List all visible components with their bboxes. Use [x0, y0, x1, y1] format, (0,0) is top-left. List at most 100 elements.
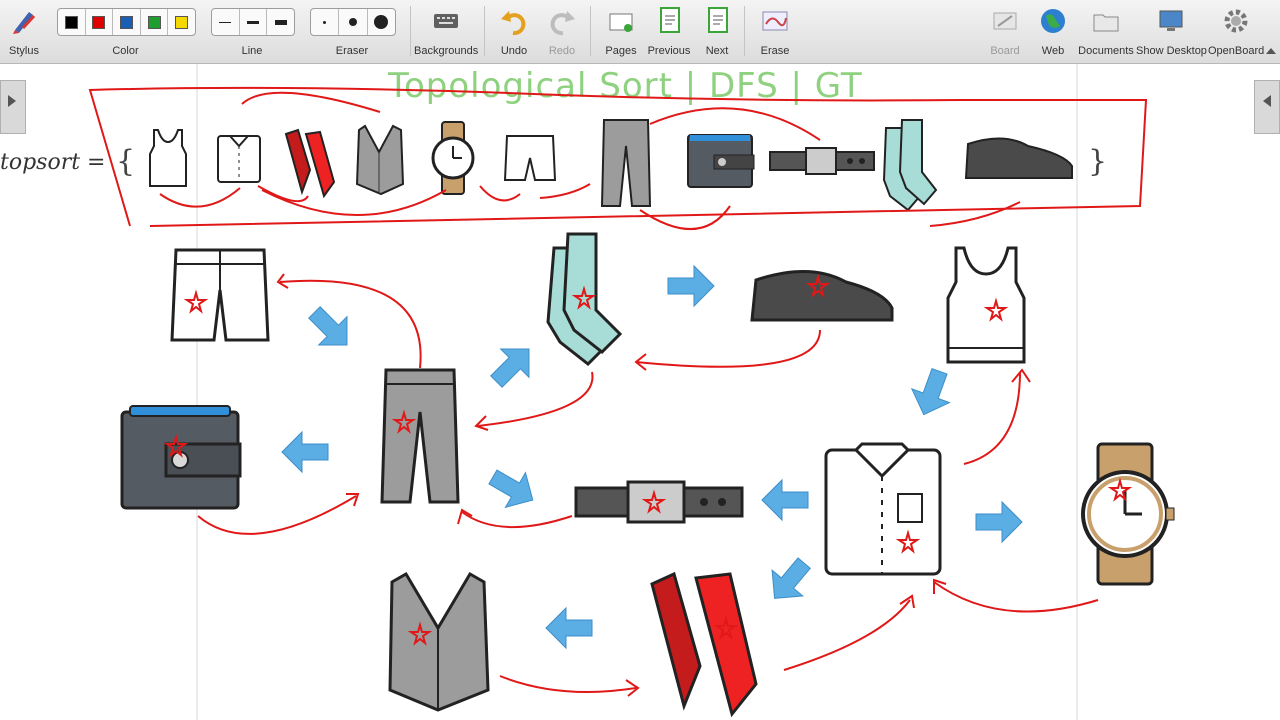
toolbar-separator: [744, 6, 745, 56]
undo-label: Undo: [500, 45, 528, 57]
color-label: Color: [112, 45, 139, 57]
toolbar: Stylus Color Line Eraser Backgrounds: [0, 0, 1280, 64]
expand-left-icon: [1263, 95, 1271, 107]
previous-button[interactable]: Previous: [646, 4, 692, 60]
board-button[interactable]: Board: [985, 4, 1025, 60]
sorted-undershirt-icon: [149, 129, 187, 187]
right-panel-toggle[interactable]: [1254, 80, 1280, 134]
stylus-label: Stylus: [9, 45, 39, 57]
sorted-socks-icon: [882, 119, 938, 212]
web-button[interactable]: Web: [1033, 4, 1073, 60]
previous-label: Previous: [647, 45, 691, 57]
arrow-shirt-to-watch: [975, 501, 1023, 543]
undo-icon: [501, 11, 526, 36]
line-thin-option[interactable]: [212, 9, 240, 35]
eraser-label: Eraser: [335, 45, 369, 57]
sorted-shoes-icon: [964, 137, 1073, 179]
previous-page-icon: [660, 7, 680, 33]
next-label: Next: [705, 45, 729, 57]
node-wallet-icon: [120, 405, 242, 510]
node-undershirt-icon: [946, 246, 1026, 364]
documents-label: Documents: [1078, 45, 1134, 57]
arrow-shirt-to-tie: [758, 549, 820, 612]
eraser-size-picker: [310, 8, 396, 36]
line-group: Line: [211, 4, 293, 60]
undo-button[interactable]: Undo: [496, 4, 532, 60]
page-margin-line: [196, 64, 198, 720]
expand-right-icon: [8, 95, 16, 107]
collapse-toolbar-icon[interactable]: [1266, 48, 1276, 54]
eraser-group: Eraser: [310, 4, 394, 60]
color-palette: [57, 8, 196, 36]
sorted-pants-icon: [600, 119, 652, 207]
backgrounds-label: Backgrounds: [414, 45, 479, 57]
erase-button[interactable]: Erase: [755, 4, 795, 60]
pages-label: Pages: [605, 45, 637, 57]
board-label: Board: [990, 45, 1020, 57]
arrow-pants-to-belt: [482, 459, 544, 518]
stylus-button[interactable]: Stylus: [2, 4, 46, 60]
gear-icon: [1224, 9, 1248, 33]
toolbar-separator: [590, 6, 591, 56]
redo-icon: [550, 11, 575, 36]
line-width-picker: [211, 8, 295, 36]
arrow-shorts-to-pants: [299, 297, 362, 360]
sorted-vest-icon: [355, 124, 405, 196]
sorted-shirt-icon: [217, 135, 261, 183]
erase-icon: [762, 11, 788, 31]
stylus-icon: [13, 12, 36, 34]
line-label: Line: [241, 45, 263, 57]
eraser-medium-option[interactable]: [339, 9, 368, 35]
pages-icon: [609, 13, 633, 32]
web-label: Web: [1041, 45, 1065, 57]
arrow-socks-to-shoes: [667, 265, 715, 307]
line-thick-option[interactable]: [267, 9, 294, 35]
keyboard-icon: [434, 14, 458, 28]
redo-button[interactable]: Redo: [544, 4, 580, 60]
arrow-pants-to-wallet: [281, 431, 329, 473]
eraser-small-option[interactable]: [311, 9, 340, 35]
color-swatch-blue[interactable]: [113, 9, 141, 35]
backgrounds-button[interactable]: Backgrounds: [414, 4, 478, 60]
next-page-icon: [708, 7, 728, 33]
node-vest-icon: [388, 571, 490, 712]
arrow-pants-to-socks: [481, 334, 544, 397]
pages-button[interactable]: Pages: [601, 4, 641, 60]
openboard-button[interactable]: OpenBoard: [1208, 4, 1264, 60]
node-socks-icon: [546, 232, 623, 367]
dfs-return-arrows: [197, 273, 1099, 697]
arrow-shirt-to-belt: [761, 479, 809, 521]
color-swatch-red[interactable]: [86, 9, 114, 35]
toolbar-separator: [484, 6, 485, 56]
node-pants-icon: [380, 368, 460, 504]
sorted-shorts-icon: [503, 135, 557, 181]
node-shoes-icon: [750, 270, 894, 322]
close-brace: }: [1088, 144, 1108, 179]
line-medium-option[interactable]: [240, 9, 268, 35]
toolbar-separator: [410, 6, 411, 56]
color-swatch-black[interactable]: [58, 9, 86, 35]
color-swatch-yellow[interactable]: [168, 9, 195, 35]
sorted-belt-icon: [769, 147, 875, 175]
folder-icon: [1093, 14, 1119, 32]
openboard-label: OpenBoard: [1208, 45, 1265, 57]
board-icon: [993, 12, 1017, 30]
redo-label: Redo: [548, 45, 576, 57]
documents-button[interactable]: Documents: [1077, 4, 1135, 60]
sorted-wallet-icon: [687, 134, 755, 188]
color-swatch-green[interactable]: [141, 9, 169, 35]
erase-label: Erase: [760, 45, 790, 57]
next-button[interactable]: Next: [697, 4, 737, 60]
node-watch-icon: [1081, 442, 1175, 586]
arrow-undershirt-to-shirt: [904, 363, 959, 422]
node-shirt-icon: [824, 442, 942, 576]
node-tie-icon: [650, 571, 758, 718]
eraser-large-option[interactable]: [368, 9, 395, 35]
left-panel-toggle[interactable]: [0, 80, 26, 134]
color-group: Color: [57, 4, 194, 60]
show-desktop-button[interactable]: Show Desktop: [1136, 4, 1207, 60]
red-ink-annotations: [88, 86, 1148, 231]
page-margin-line: [1076, 64, 1078, 720]
node-belt-icon: [574, 480, 744, 524]
sorted-watch-icon: [431, 121, 475, 195]
